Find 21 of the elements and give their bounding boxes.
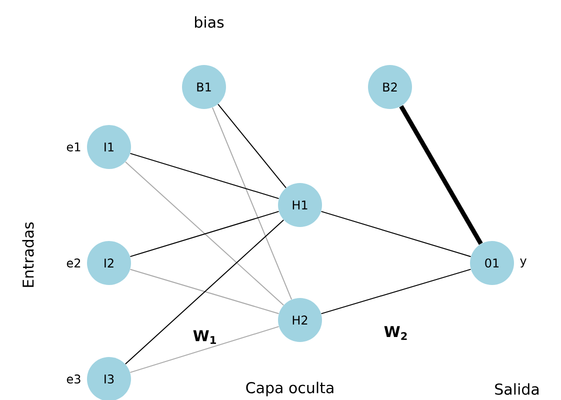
section-heading: Capa oculta [246,382,334,396]
input-label: e3 [66,374,80,384]
axis-title: Entradas [22,222,34,287]
output-label: y [520,258,526,268]
weight-label: W$_{2}$ [384,326,407,340]
section-heading: bias [195,16,224,28]
connection-line [130,326,280,373]
connection-line [130,152,280,200]
connection-line [124,219,284,365]
connection-line [320,210,472,258]
connection-line [218,104,286,188]
input-label: e1 [66,142,80,152]
connection-line [212,107,292,300]
weight-label: W$_{1}$ [193,330,216,344]
connection-line [320,268,472,314]
input-label: e2 [66,258,80,268]
connection-line [399,105,483,245]
connection-line [124,161,284,306]
connection-line [130,210,280,258]
connection-line [130,268,280,314]
section-heading: Salida [495,383,539,395]
